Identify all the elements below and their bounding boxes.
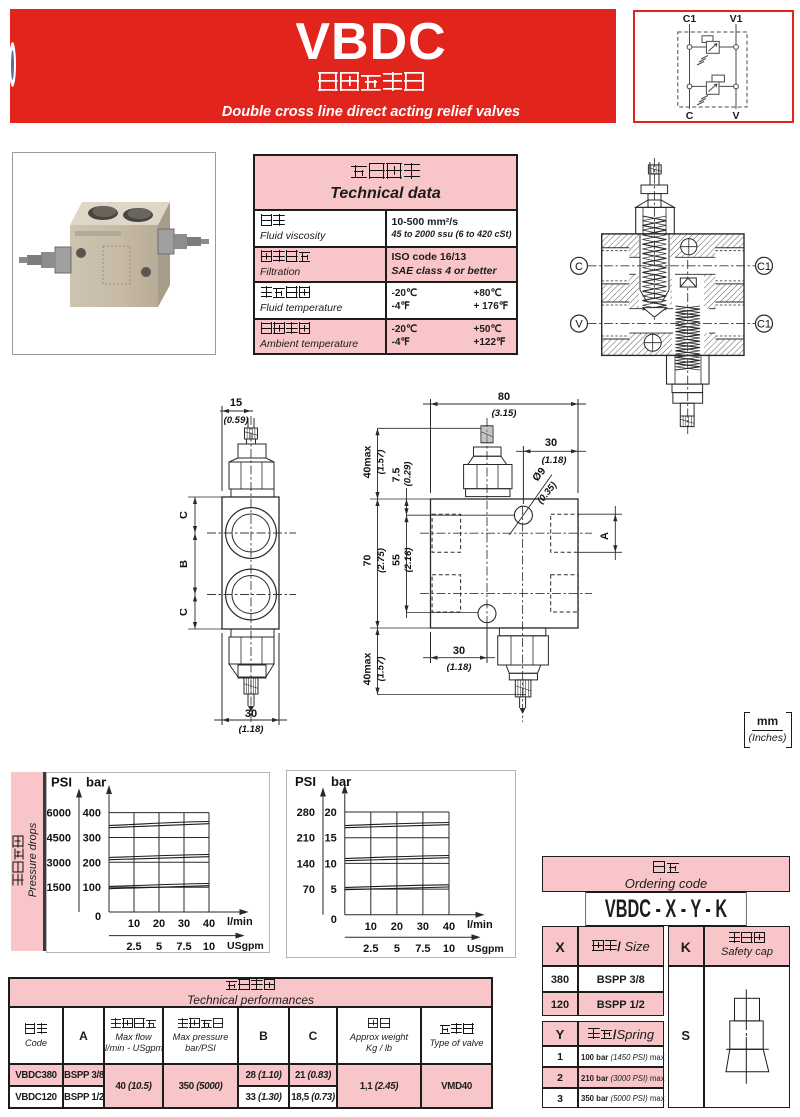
svg-text:70: 70 <box>362 555 374 567</box>
svg-text:l/min: l/min <box>467 919 493 931</box>
svg-text:C: C <box>575 261 583 273</box>
svg-text:10: 10 <box>443 943 455 955</box>
svg-text:V: V <box>575 319 583 331</box>
svg-text:200: 200 <box>83 857 101 869</box>
svg-text:(1.18): (1.18) <box>447 662 472 673</box>
svg-text:0: 0 <box>95 911 101 923</box>
svg-text:10: 10 <box>128 918 140 930</box>
svg-text:PSI: PSI <box>295 774 316 789</box>
svg-text:A: A <box>599 532 611 540</box>
svg-text:C: C <box>686 110 694 121</box>
svg-text:5: 5 <box>394 943 400 955</box>
svg-text:20: 20 <box>153 918 165 930</box>
svg-text:2.5: 2.5 <box>126 941 141 952</box>
svg-text:C1: C1 <box>683 13 697 25</box>
svg-text:30: 30 <box>453 645 465 657</box>
svg-text:l/min: l/min <box>227 916 253 928</box>
svg-text:300: 300 <box>83 833 101 845</box>
svg-text:10: 10 <box>203 941 215 952</box>
svg-text:7.5: 7.5 <box>415 943 430 955</box>
svg-text:30: 30 <box>545 437 557 449</box>
svg-text:(3.15): (3.15) <box>492 408 517 419</box>
svg-text:100: 100 <box>83 882 101 894</box>
svg-text:PSI: PSI <box>51 775 72 790</box>
svg-text:7.5: 7.5 <box>391 468 403 483</box>
svg-text:USgpm: USgpm <box>227 940 264 952</box>
svg-text:5: 5 <box>331 884 337 896</box>
svg-text:(1.18): (1.18) <box>239 724 264 735</box>
svg-text:(0.59): (0.59) <box>224 415 249 426</box>
svg-text:(2.75): (2.75) <box>376 548 387 573</box>
svg-text:40: 40 <box>203 918 215 930</box>
svg-text:1500: 1500 <box>47 882 71 894</box>
svg-text:30: 30 <box>178 918 190 930</box>
svg-text:280: 280 <box>297 807 315 819</box>
svg-text:B: B <box>180 560 190 568</box>
svg-text:15: 15 <box>230 397 242 409</box>
svg-text:40max: 40max <box>362 445 374 478</box>
svg-text:30: 30 <box>245 708 257 720</box>
svg-text:10: 10 <box>365 921 377 933</box>
svg-text:20: 20 <box>391 921 403 933</box>
svg-text:(0.29): (0.29) <box>403 462 414 487</box>
svg-text:55: 55 <box>391 554 403 566</box>
svg-text:0: 0 <box>331 914 337 926</box>
svg-text:C: C <box>180 511 190 519</box>
svg-text:140: 140 <box>297 858 315 870</box>
svg-text:bar: bar <box>331 774 351 789</box>
svg-text:210: 210 <box>297 833 315 845</box>
svg-text:30: 30 <box>417 921 429 933</box>
svg-text:3000: 3000 <box>47 857 71 869</box>
svg-text:5: 5 <box>156 941 162 952</box>
svg-text:bar: bar <box>86 775 106 790</box>
svg-text:V: V <box>732 110 739 121</box>
svg-text:USgpm: USgpm <box>467 943 504 955</box>
svg-text:C: C <box>180 608 190 616</box>
svg-text:C1: C1 <box>757 319 771 331</box>
svg-text:(2.16): (2.16) <box>403 548 414 573</box>
svg-text:4500: 4500 <box>47 833 71 845</box>
svg-text:40max: 40max <box>362 652 374 685</box>
svg-text:(1.18): (1.18) <box>542 455 567 466</box>
svg-text:80: 80 <box>498 391 510 403</box>
svg-text:(1.57): (1.57) <box>376 450 387 475</box>
svg-text:40: 40 <box>443 921 455 933</box>
svg-text:70: 70 <box>303 884 315 896</box>
svg-text:15: 15 <box>325 833 337 845</box>
svg-text:7.5: 7.5 <box>176 941 191 952</box>
svg-text:V1: V1 <box>730 13 743 25</box>
svg-text:Ø9: Ø9 <box>530 465 548 484</box>
svg-text:20: 20 <box>325 807 337 819</box>
svg-text:400: 400 <box>83 808 101 820</box>
svg-text:10: 10 <box>325 858 337 870</box>
svg-text:(1.57): (1.57) <box>376 657 387 682</box>
svg-text:C1: C1 <box>757 261 771 273</box>
svg-text:2.5: 2.5 <box>363 943 378 955</box>
svg-text:6000: 6000 <box>47 808 71 820</box>
